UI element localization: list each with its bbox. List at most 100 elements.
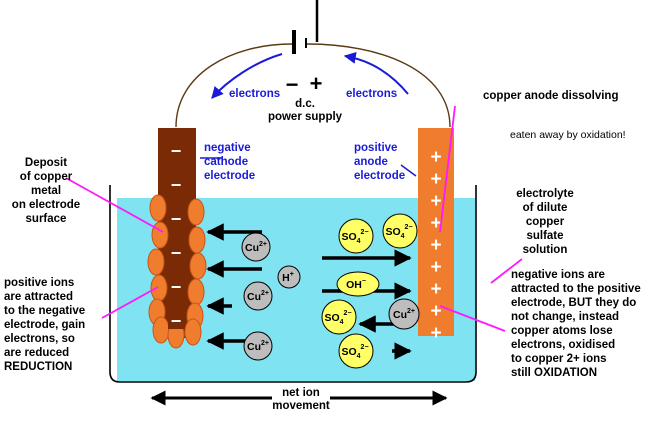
sulfate-ion: SO42− bbox=[321, 299, 357, 335]
deposit-label: Deposit of copper metal on electrode surface bbox=[12, 157, 80, 225]
negative-ions-label-line: electrons, oxidised bbox=[511, 339, 615, 351]
copper-deposit-blob bbox=[150, 274, 168, 302]
electrolyte-label: electrolyte of dilute copper sulfate solutio… bbox=[516, 188, 574, 256]
copper-deposit-blob bbox=[151, 221, 169, 249]
eaten-away-label: eaten away by oxidation! bbox=[510, 129, 626, 141]
copper-deposit-blob bbox=[187, 278, 205, 306]
svg-text:Cu2+: Cu2+ bbox=[247, 340, 269, 353]
cathode-minus-sign: − bbox=[171, 175, 182, 195]
positive-ions-label-line: REDUCTION bbox=[4, 361, 72, 373]
circuit-wire bbox=[175, 43, 451, 128]
positive-anode-label: electrode bbox=[354, 170, 405, 182]
svg-text:Cu2+: Cu2+ bbox=[245, 241, 267, 254]
anode-plus-sign: + bbox=[430, 213, 441, 234]
negative-ions-label-line: copper atoms lose bbox=[511, 325, 613, 337]
positive-ions-label-line: are attracted bbox=[4, 291, 73, 303]
electrolyte-label-line: sulfate bbox=[526, 230, 563, 242]
copper-ion: Cu2+ bbox=[243, 331, 273, 361]
sulfate-ion: SO42− bbox=[382, 213, 418, 249]
copper-ion: Cu2+ bbox=[388, 298, 420, 330]
electrolyte-label-line: of dilute bbox=[523, 202, 568, 214]
positive-ions-label-line: electrons, so bbox=[4, 333, 75, 345]
pointer-lines bbox=[65, 105, 523, 332]
deposit-label-line: on electrode bbox=[12, 199, 80, 211]
anode-plus-sign: + bbox=[430, 169, 441, 190]
positive-anode-label: positive bbox=[354, 142, 397, 154]
electrolyte-label-line: solution bbox=[523, 244, 568, 256]
electron-arrow-right bbox=[343, 51, 409, 95]
copper-deposit-blob bbox=[189, 252, 207, 280]
battery-negative-plate bbox=[292, 30, 296, 54]
deposit-label-line: Deposit bbox=[25, 157, 67, 169]
svg-text:SO42−: SO42− bbox=[324, 310, 351, 326]
hydrogen-ion: H+ bbox=[277, 265, 301, 289]
positive-ions-label: positive ions are attracted to the negativ… bbox=[4, 277, 85, 373]
copper-deposit bbox=[147, 194, 207, 349]
anode-plus-sign: + bbox=[430, 301, 441, 322]
cathode-sign-box bbox=[168, 177, 184, 193]
anode-plus-sign: + bbox=[430, 257, 441, 278]
net-ion-movement-label: net ion bbox=[282, 387, 320, 399]
deposit-label-line: surface bbox=[26, 213, 67, 225]
electrolyte-label-line: electrolyte bbox=[516, 188, 574, 200]
electrons-label-right: electrons bbox=[346, 88, 397, 100]
copper-deposit-blob bbox=[147, 248, 165, 276]
electron-arrow-left bbox=[211, 53, 283, 99]
deposit-label-line: metal bbox=[31, 185, 61, 197]
sulfate-ion: SO42− bbox=[338, 218, 374, 254]
copper-anode-dissolving-label: copper anode dissolving bbox=[483, 90, 618, 102]
cathode-minus-sign: − bbox=[171, 311, 182, 331]
cathode-sign-box bbox=[168, 245, 184, 261]
cathode-minus-sign: − bbox=[171, 277, 182, 297]
anode-plus-sign: + bbox=[430, 191, 441, 212]
cathode-minus-sign: − bbox=[171, 243, 182, 263]
copper-ion: Cu2+ bbox=[243, 281, 273, 311]
svg-text:Cu2+: Cu2+ bbox=[247, 290, 269, 303]
cathode-minus-sign: − bbox=[171, 141, 182, 161]
supply-plus-sign: + bbox=[310, 71, 323, 96]
copper-deposit-blob bbox=[149, 194, 167, 222]
negative-cathode-label: electrode bbox=[204, 170, 255, 182]
anode-signs: +++++++++ bbox=[430, 147, 441, 344]
cathode-signs: −−−−−− bbox=[168, 141, 184, 331]
anode-plus-sign: + bbox=[430, 323, 441, 344]
power-supply-label: d.c. bbox=[295, 98, 315, 110]
positive-ions-label-line: positive ions bbox=[4, 277, 74, 289]
negative-cathode-label: negative bbox=[204, 142, 251, 154]
negative-cathode-label: cathode bbox=[204, 156, 248, 168]
cathode-sign-box bbox=[168, 313, 184, 329]
anode-plus-sign: + bbox=[430, 235, 441, 256]
negative-ions-label-line: to copper 2+ ions bbox=[511, 353, 607, 365]
cathode-sign-box bbox=[168, 279, 184, 295]
positive-ions-label-line: to the negative bbox=[4, 305, 85, 317]
beaker bbox=[109, 185, 477, 383]
supply-minus-sign: − bbox=[286, 72, 299, 97]
positive-ions-label-line: electrode, gain bbox=[4, 319, 85, 331]
negative-ions-label-line: attracted to the positive bbox=[511, 283, 641, 295]
deposit-label-line: of copper bbox=[20, 171, 73, 183]
negative-ions-label-line: electrode, BUT they do bbox=[511, 297, 636, 309]
negative-ions-label-line: still OXIDATION bbox=[511, 367, 597, 379]
svg-text:SO42−: SO42− bbox=[385, 224, 412, 240]
anode-plus-sign: + bbox=[430, 147, 441, 168]
electrolyte-label-line: copper bbox=[526, 216, 565, 228]
label-pointer-lines bbox=[200, 157, 417, 177]
svg-text:SO42−: SO42− bbox=[341, 344, 368, 360]
svg-text:OH−: OH− bbox=[346, 278, 366, 291]
power-supply-label: power supply bbox=[268, 111, 343, 123]
svg-text:SO42−: SO42− bbox=[341, 229, 368, 245]
copper-deposit-blob bbox=[184, 318, 202, 346]
battery-positive-plate bbox=[305, 38, 307, 48]
copper-deposit-blob bbox=[152, 316, 170, 344]
anode-plus-sign: + bbox=[430, 279, 441, 300]
hydroxide-ion: OH− bbox=[336, 271, 380, 297]
positive-anode-label: anode bbox=[354, 156, 388, 168]
copper-deposit-blob bbox=[188, 226, 206, 254]
net-ion-movement-label: movement bbox=[272, 400, 330, 412]
copper-ion: Cu2+ bbox=[241, 232, 271, 262]
cathode-sign-box bbox=[168, 143, 184, 159]
negative-ions-label-line: not change, instead bbox=[511, 311, 619, 323]
sulfate-ion: SO42− bbox=[338, 333, 374, 369]
